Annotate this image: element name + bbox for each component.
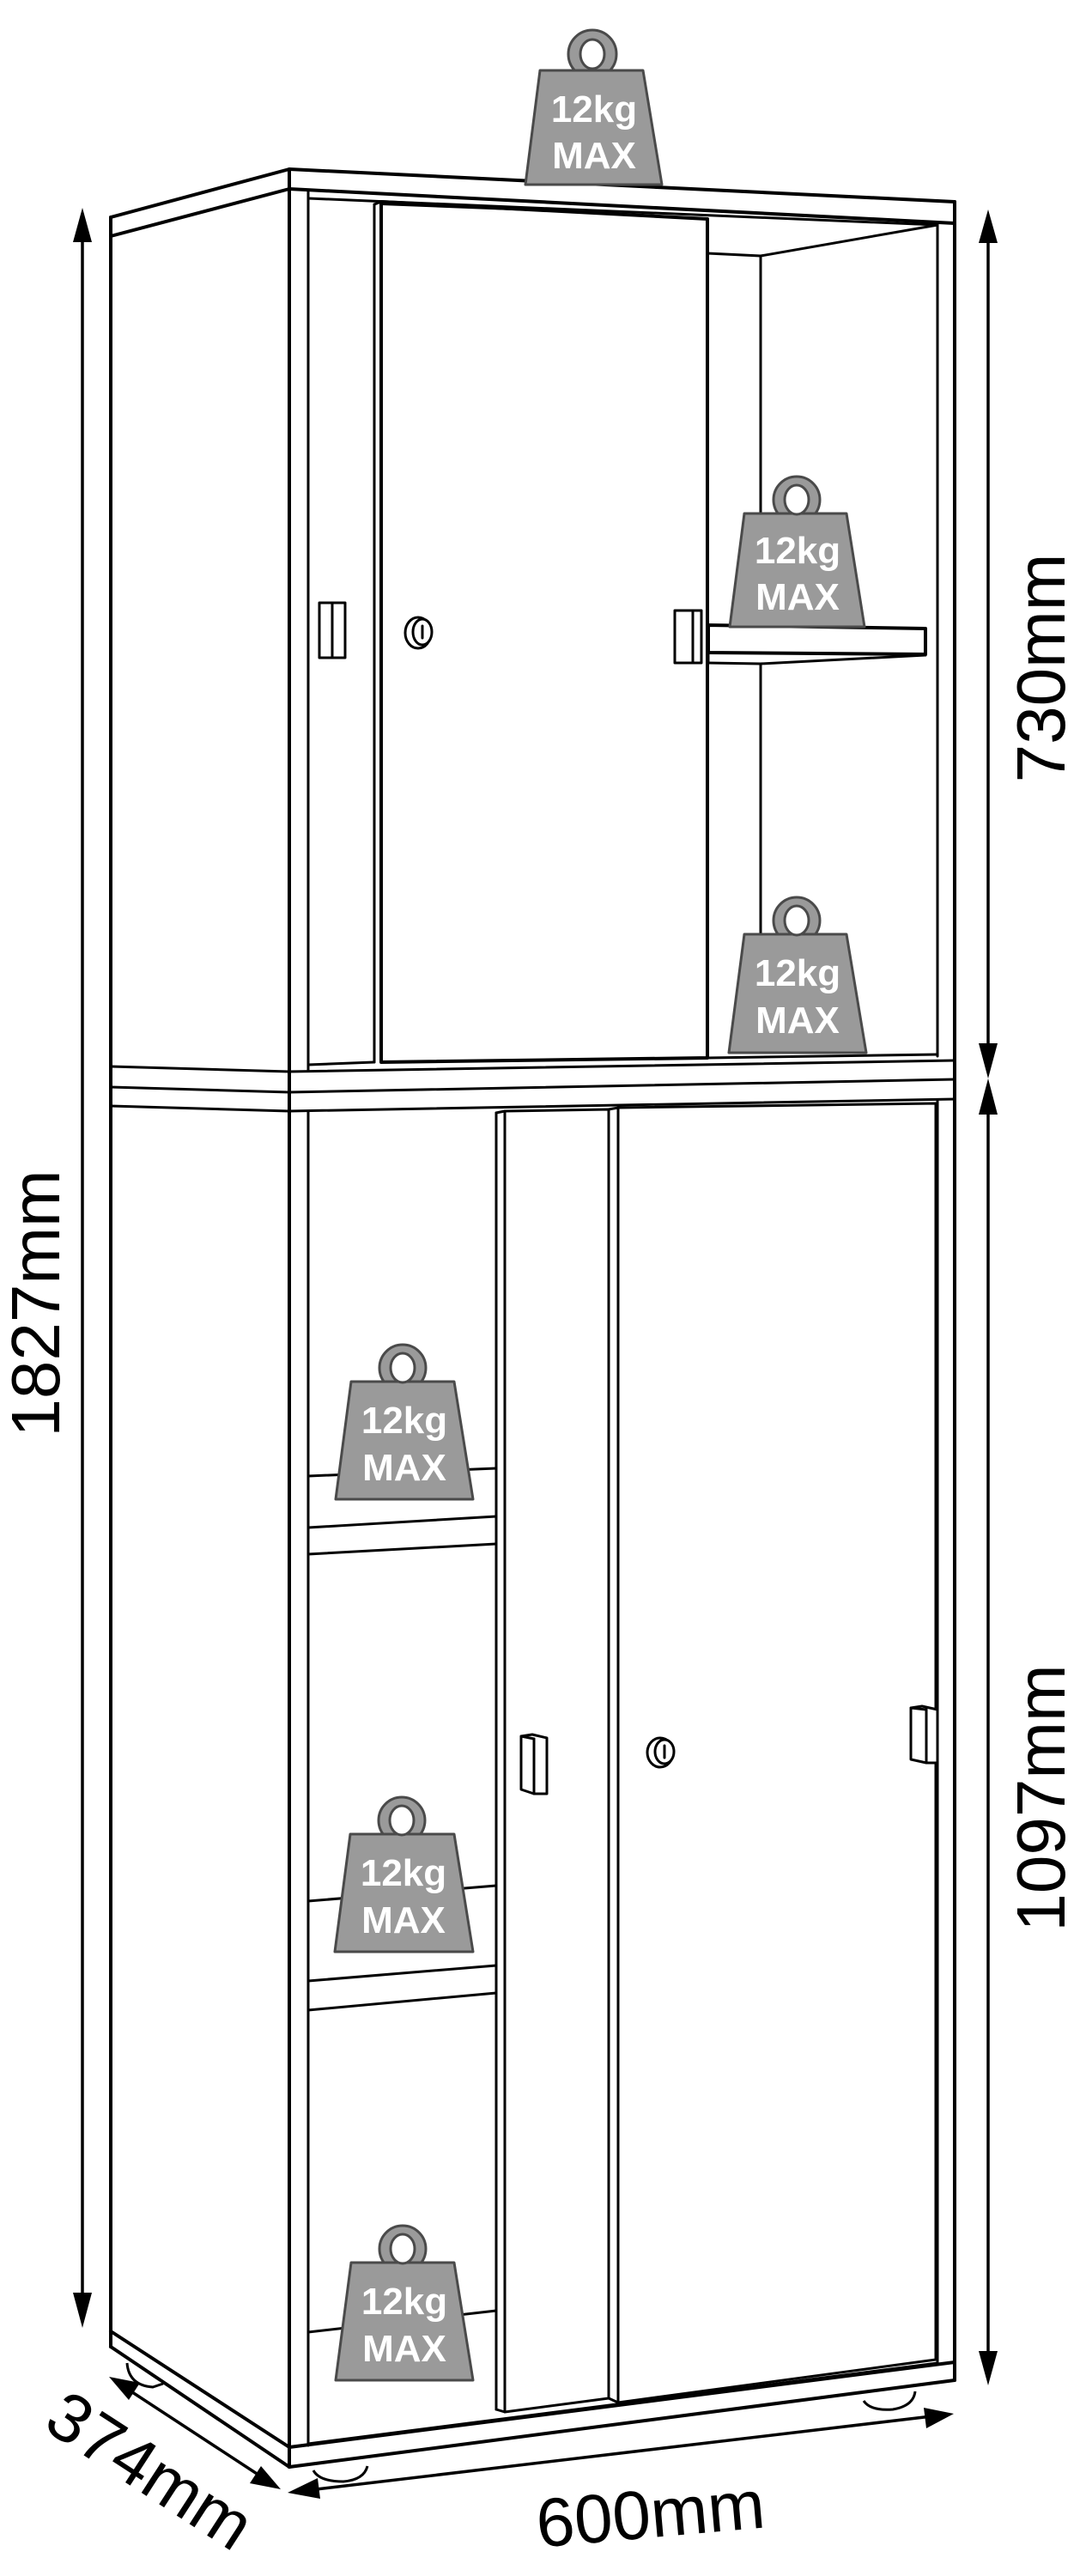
left-side-panel — [109, 187, 310, 2469]
dimension-label-width: 600mm — [533, 2466, 768, 2562]
upper-sliding-door[interactable] — [306, 200, 939, 1066]
arrow-left-icon — [288, 2478, 320, 2499]
lower-compartment — [306, 1102, 939, 2414]
foot-front-left — [312, 2465, 369, 2483]
weight-badge-lower-floor: 12kg MAX — [334, 2224, 475, 2382]
dimension-lower-height: 1097mm — [979, 1078, 1079, 2385]
weight-badge-upper-floor: 12kg MAX — [727, 896, 868, 1054]
lower-left-sliding-door[interactable] — [494, 1108, 610, 2414]
arrow-down-icon — [979, 1043, 998, 1078]
weight-label-line2: MAX — [755, 576, 840, 618]
foot-front-right — [862, 2391, 917, 2411]
upper-door-lock-icon — [403, 616, 434, 650]
lower-right-sliding-door[interactable] — [607, 1102, 937, 2404]
dimension-depth: 374mm — [33, 2376, 281, 2565]
cabinet-outline — [109, 167, 956, 2483]
arrow-up-icon — [73, 208, 92, 242]
upper-open-shelf — [707, 623, 927, 665]
upper-left-handle[interactable] — [318, 601, 347, 659]
dimension-total-height: 1827mm — [0, 208, 92, 2328]
arrow-diagonal-icon — [109, 2377, 140, 2400]
weight-badge-upper-shelf: 12kg MAX — [728, 475, 866, 629]
weight-label-line1: 12kg — [755, 530, 840, 572]
upper-right-handle[interactable] — [673, 609, 703, 665]
weight-label-line2: MAX — [362, 2328, 446, 2370]
weight-badge-top: 12kg MAX — [524, 28, 664, 186]
middle-divider — [109, 1059, 956, 1113]
dimension-label-lower-height: 1097mm — [1003, 1664, 1079, 1931]
weight-label-line1: 12kg — [361, 2281, 447, 2323]
dimension-upper-height: 730mm — [979, 210, 1079, 1078]
arrow-diagonal-icon — [250, 2466, 281, 2489]
dimension-label-total-height: 1827mm — [0, 1170, 74, 1437]
lower-right-handle[interactable] — [909, 1704, 939, 1765]
arrow-down-icon — [73, 2293, 92, 2328]
arrow-down-icon — [979, 2351, 998, 2385]
foot-left-back — [125, 2362, 164, 2389]
arrow-up-icon — [979, 210, 998, 243]
weight-badge-lower-shelf-2: 12kg MAX — [333, 1795, 475, 1953]
plinth — [109, 2330, 956, 2469]
lower-left-handle[interactable] — [519, 1733, 549, 1795]
weight-label-line2: MAX — [362, 1447, 446, 1489]
weight-label-line2: MAX — [755, 999, 840, 1042]
feet — [125, 2362, 917, 2483]
arrow-up-icon — [979, 1078, 998, 1115]
dimension-label-upper-height: 730mm — [1003, 554, 1079, 783]
weight-label-line2: MAX — [552, 135, 636, 177]
weight-label-line1: 12kg — [551, 88, 637, 131]
arrow-right-icon — [924, 2408, 954, 2428]
weight-label-line2: MAX — [361, 1899, 446, 1941]
dimension-width: 600mm — [288, 2408, 954, 2562]
weight-label-line1: 12kg — [361, 1852, 446, 1894]
weight-label-line1: 12kg — [755, 952, 840, 994]
right-side-panel — [936, 200, 956, 2382]
lower-door-lock-icon — [646, 1736, 676, 1769]
weight-label-line1: 12kg — [361, 1400, 447, 1442]
upper-compartment — [306, 197, 939, 1066]
weight-badge-lower-shelf-1: 12kg MAX — [334, 1343, 475, 1501]
